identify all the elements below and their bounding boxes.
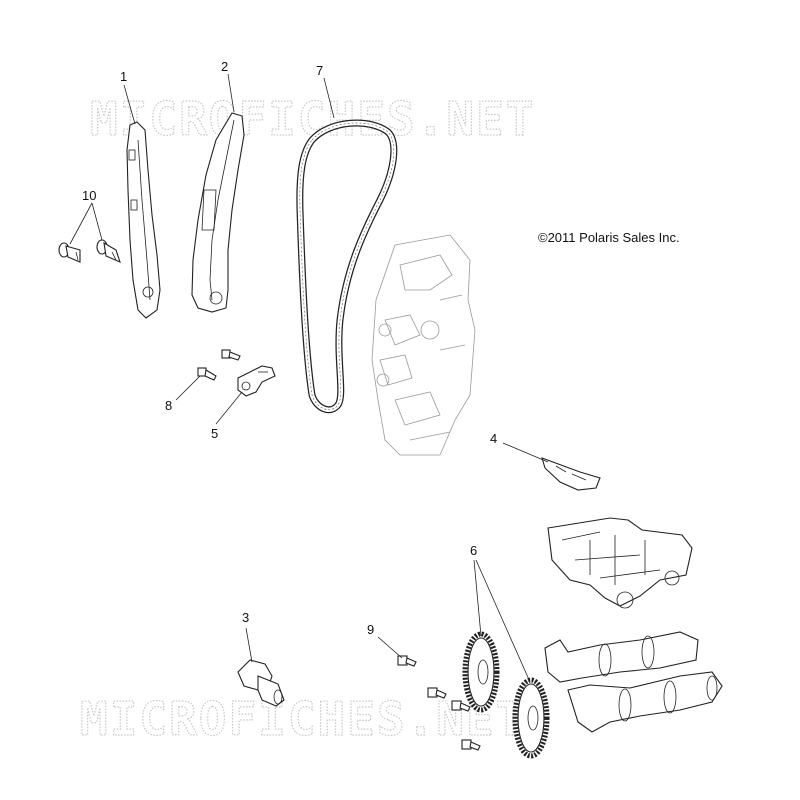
leader-lines — [69, 73, 549, 683]
pivot-bolts — [58, 239, 121, 263]
chain-guide-clip — [541, 457, 601, 491]
watermark-bottom: MICROFICHES.NET — [80, 692, 525, 746]
callout-6: 6 — [470, 543, 477, 558]
cam-sprocket-upper — [462, 631, 500, 713]
copyright-notice: ©2011 Polaris Sales Inc. — [538, 230, 680, 245]
callout-4: 4 — [490, 431, 497, 446]
engine-block-ghost — [371, 234, 476, 456]
sprocket-bolts — [397, 655, 481, 751]
callout-1: 1 — [120, 69, 127, 84]
camshaft-upper — [544, 631, 699, 683]
callout-9: 9 — [367, 622, 374, 637]
cam-sprocket-lower — [512, 677, 550, 759]
callout-5: 5 — [211, 426, 218, 441]
callout-2: 2 — [221, 59, 228, 74]
callout-3: 3 — [242, 610, 249, 625]
chain-guide-fixed — [126, 121, 161, 319]
callout-10: 10 — [82, 188, 96, 203]
cam-chain-tensioner — [237, 659, 285, 707]
cam-chain — [296, 119, 398, 414]
bolts-small — [197, 349, 241, 381]
callout-7: 7 — [316, 63, 323, 78]
camshaft-carrier — [547, 517, 693, 609]
camshaft-lower — [567, 671, 723, 733]
chain-tensioner-blade — [191, 112, 245, 313]
callout-8: 8 — [165, 398, 172, 413]
tensioner-bracket — [237, 365, 276, 397]
